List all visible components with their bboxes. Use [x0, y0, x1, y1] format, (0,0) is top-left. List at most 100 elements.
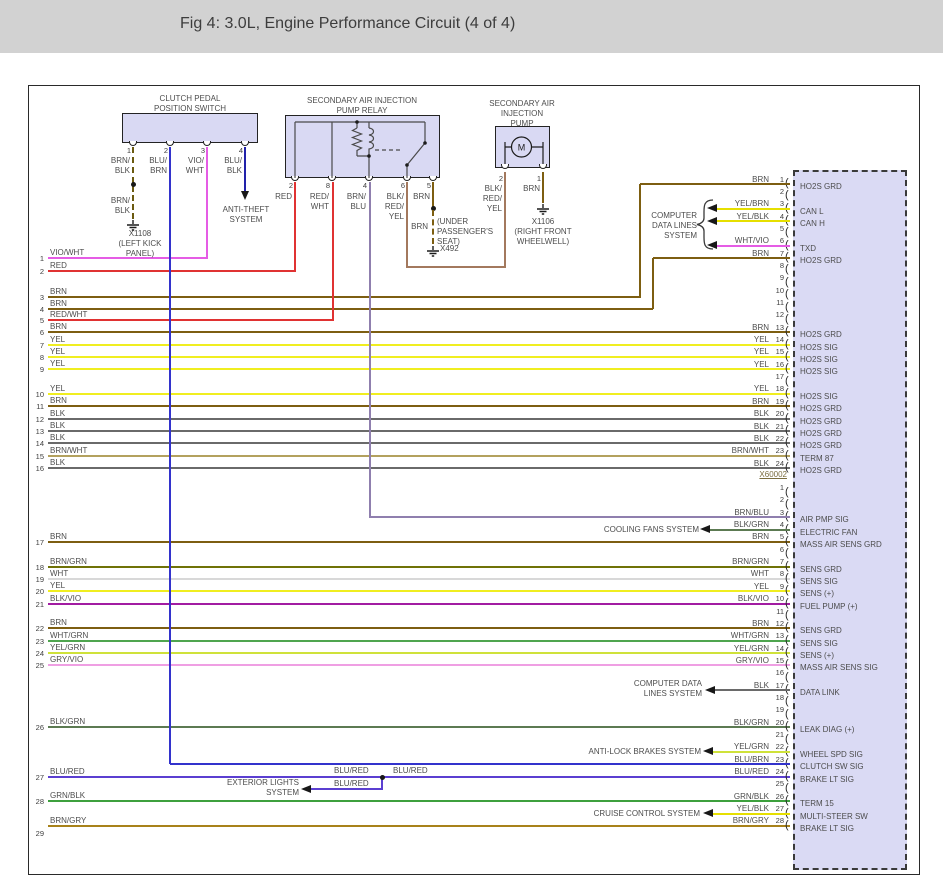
pin-paren-icon: (: [785, 670, 789, 683]
pin-socket-icon: [328, 176, 336, 181]
flow-arrow-icon: [707, 241, 717, 250]
relay-ground-location-line: SEAT): [437, 237, 460, 246]
row-number: 2: [39, 266, 44, 276]
pin-number: 22: [775, 433, 784, 443]
component-pin-number: 4: [238, 146, 243, 155]
pin-paren-icon: (: [785, 695, 789, 708]
wire-segment: [713, 750, 790, 753]
row-wire-label: YEL: [50, 359, 66, 369]
wire-segment: [48, 307, 653, 310]
pin-paren-icon: (: [785, 399, 789, 412]
wire-segment: [48, 417, 790, 420]
pin-number: 5: [779, 223, 784, 233]
pin-paren-icon: (: [785, 658, 789, 671]
pin-socket-icon: [501, 164, 509, 169]
component-pin-wire-label-line: BLK: [114, 166, 130, 175]
row-wire-label: BRN: [50, 531, 67, 541]
row-wire-label: BLK: [50, 433, 66, 443]
junction-dot: [379, 774, 385, 780]
pin-number: 1: [779, 483, 784, 492]
component-pin-wire-label-line: BRN/: [110, 156, 130, 165]
wire-segment: [381, 777, 383, 790]
connector-code-link[interactable]: X60002: [759, 470, 787, 479]
wire-segment: [48, 602, 790, 605]
pin-number: 10: [775, 594, 784, 604]
wire-segment: [48, 269, 295, 272]
pin-number: 4: [779, 520, 784, 530]
pin-function-label: SENS SIG: [800, 638, 838, 648]
pin-paren-icon: (: [785, 547, 789, 560]
pin-function-label: BRAKE LT SIG: [800, 774, 854, 784]
row-wire-label: BRN: [50, 287, 67, 296]
wire-segment: [653, 257, 790, 260]
row-wire-label: BRN/WHT: [50, 445, 88, 455]
pin-function-label: HO2S GRD: [800, 330, 842, 340]
pin-number: 12: [775, 618, 784, 628]
pin-number: 9: [779, 581, 784, 591]
pin-function-label: WHEEL SPD SIG: [800, 749, 863, 759]
wire-segment: [169, 147, 171, 764]
wire-segment: [48, 343, 790, 346]
wire-segment: [311, 788, 382, 790]
pin-number: 17: [775, 680, 784, 690]
pin-function-label: HO2S SIG: [800, 391, 838, 401]
pin-number: 2: [779, 186, 784, 196]
row-number: 11: [36, 402, 44, 412]
pin-number: 21: [775, 421, 784, 431]
pin-paren-icon: (: [785, 461, 789, 474]
row-wire-label: BRN: [50, 618, 67, 628]
pin-function-label: LEAK DIAG (+): [800, 725, 855, 735]
pin-function-label: HO2S GRD: [800, 256, 842, 266]
pin-function-label: HO2S GRD: [800, 441, 842, 451]
component-pin-wire-label-line: WHT: [185, 166, 204, 175]
row-number: 7: [39, 340, 44, 350]
pin-number: 16: [775, 668, 784, 678]
wire-segment: [542, 172, 544, 203]
pin-wire-label: BLK: [753, 680, 769, 690]
pin-number: 11: [776, 606, 784, 616]
component-pin-number: 2: [498, 174, 503, 183]
component-pin-number: 2: [288, 181, 293, 190]
wire-segment: [407, 266, 505, 268]
pin-number: 6: [779, 544, 784, 554]
pin-paren-icon: (: [785, 362, 789, 375]
wire-segment: [48, 627, 790, 630]
component-pin-wire-label: BRN/BLK: [90, 156, 130, 176]
pin-number: 23: [775, 446, 784, 456]
flow-arrow-icon: [703, 809, 713, 818]
wire-segment: [206, 147, 208, 259]
flow-arrow-icon: [707, 216, 717, 225]
wire-segment: [713, 812, 790, 815]
wire-segment: [48, 405, 790, 408]
component-pin-wire-label-line: BLU: [350, 202, 366, 211]
component-pin-number: 3: [200, 146, 205, 155]
clutch-switch-title-line: POSITION SWITCH: [154, 104, 226, 113]
row-wire-label: BLK/VIO: [50, 593, 82, 603]
pin-function-label: TERM 15: [800, 799, 834, 809]
system-computer-data-mid-line: COMPUTER DATA: [633, 679, 702, 689]
pin-function-label: AIR PMP SIG: [800, 515, 849, 525]
wire-segment: [48, 368, 790, 371]
pin-function-label: TXD: [800, 243, 816, 253]
system-anti-theft-line: SYSTEM: [229, 215, 263, 224]
pin-number: 27: [775, 804, 784, 814]
wire-segment: [48, 664, 790, 667]
wire-segment: [717, 244, 790, 247]
pin-socket-icon: [429, 176, 437, 181]
row-wire-label: GRN/BLK: [50, 791, 86, 801]
component-pin-wire-label: BLK/RED/YEL: [462, 184, 502, 214]
wire-segment: [48, 590, 790, 593]
pin-wire-label: BLK: [753, 433, 769, 443]
wire-segment: [48, 800, 790, 803]
pin-wire-label: BLK: [753, 421, 769, 431]
pin-wire-label: YEL/BLK: [736, 804, 769, 814]
row-number: 28: [35, 797, 44, 807]
wire-segment: [48, 355, 790, 358]
pin-socket-icon: [203, 141, 211, 146]
wire-segment: [48, 639, 790, 642]
pin-function-label: FUEL PUMP (+): [800, 601, 858, 611]
pump-relay-title-line: PUMP RELAY: [336, 106, 388, 115]
wire-segment: [132, 186, 134, 219]
component-pin-wire-label-line: BRN/: [346, 192, 366, 201]
